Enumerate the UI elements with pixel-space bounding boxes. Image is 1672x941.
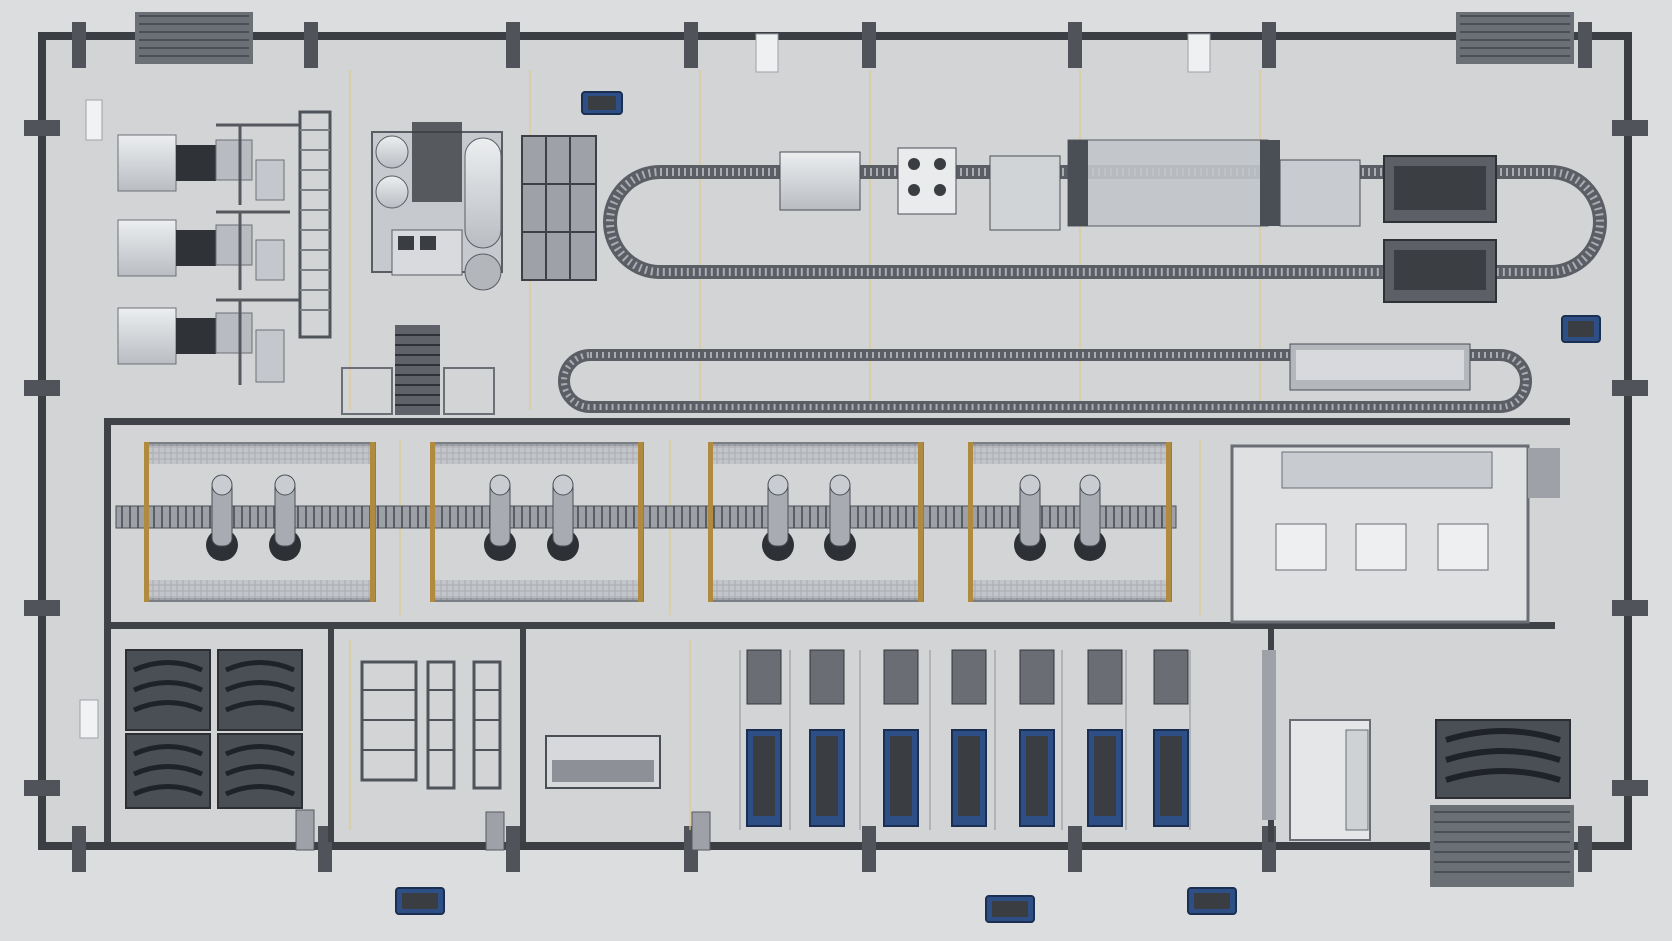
process-station-3 (989, 155, 1061, 231)
agv-outside-1 (395, 887, 445, 915)
vertical-ladder-frame (298, 110, 332, 339)
agv-outside-2 (985, 895, 1035, 923)
inspection-room (1230, 444, 1560, 624)
process-station-1 (779, 151, 861, 211)
robot-arm-3b (824, 474, 856, 561)
rollup-door-top-right (1456, 12, 1574, 64)
door-frames-bottom (295, 809, 711, 851)
agv-parking-bays (739, 649, 1191, 830)
control-cabin (1262, 650, 1371, 841)
workbench (545, 735, 661, 789)
wall-units-top (755, 33, 1211, 73)
robot-cell-1 (144, 442, 376, 602)
empty-racks (360, 660, 502, 790)
robot-arm-4a (1014, 474, 1046, 561)
tire-rack-storage (79, 649, 303, 809)
robot-arm-2a (484, 474, 516, 561)
robot-cell-4 (968, 442, 1172, 602)
robot-arm-2b (547, 474, 579, 561)
robot-cell-2 (430, 442, 644, 602)
process-station-4 (1279, 159, 1361, 227)
compressor-skid (371, 122, 503, 291)
staircase (341, 325, 495, 415)
loop-conveyor-small (558, 343, 1532, 413)
robot-arm-3a (762, 474, 794, 561)
robot-arm-1b (269, 474, 301, 561)
robot-cell-line (115, 505, 1177, 529)
agv-outside-3 (1187, 887, 1237, 915)
robot-arm-4b (1074, 474, 1106, 561)
process-station-2 (897, 147, 957, 215)
wall-panel-bottom-left (79, 699, 99, 739)
tire-rack-right (1435, 719, 1571, 799)
wall-panel-left (85, 99, 103, 141)
outer-walls (38, 32, 1632, 850)
rollup-door-bottom-right (1430, 805, 1574, 887)
robot-cell-3 (708, 442, 924, 602)
process-tunnel (1067, 139, 1269, 227)
agv-top-center (581, 91, 623, 115)
rack-cabinet (521, 135, 597, 281)
robot-arm-1a (206, 474, 238, 561)
generator-1 (117, 123, 300, 205)
outer-wall-pillars (24, 22, 1648, 872)
generator-2 (117, 210, 290, 290)
agv-right-side (1561, 315, 1601, 343)
charging-station-row (746, 649, 1189, 705)
loop-conveyor-large (603, 139, 1607, 303)
rollup-door-top-left (135, 12, 253, 64)
generator-units (85, 99, 332, 385)
generator-3 (117, 298, 300, 385)
robot-line-conveyor (115, 505, 1177, 529)
